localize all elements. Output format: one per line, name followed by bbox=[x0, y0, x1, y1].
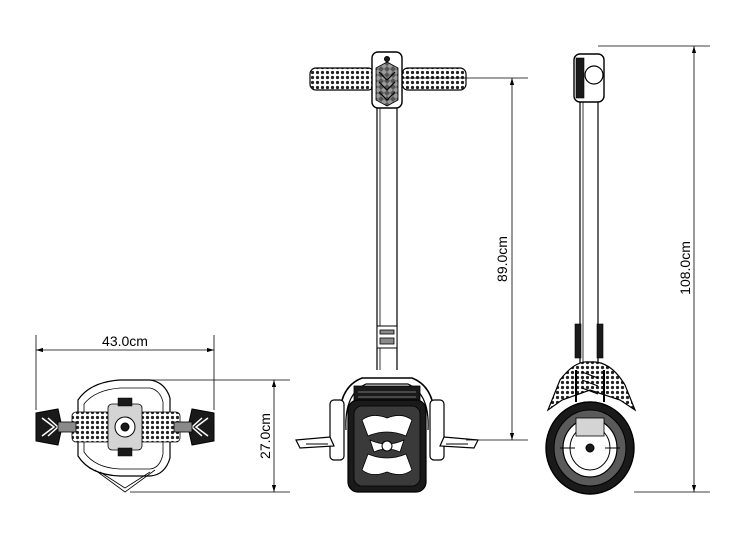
top-view-body bbox=[71, 379, 181, 493]
front-view: 89.0cm bbox=[295, 51, 528, 493]
side-view-wheel bbox=[545, 401, 635, 495]
side-view-column bbox=[574, 102, 604, 380]
dim-top-depth-label: 27.0cm bbox=[257, 413, 273, 459]
front-view-wheel bbox=[347, 399, 427, 493]
dim-top-width: 43.0cm bbox=[35, 333, 215, 410]
dim-handle-height: 89.0cm bbox=[402, 77, 528, 441]
front-view-column bbox=[376, 108, 398, 370]
side-view: 108.0cm bbox=[545, 45, 710, 495]
dim-top-width-label: 43.0cm bbox=[102, 333, 148, 349]
side-view-handle bbox=[573, 53, 605, 103]
top-view-left-grip bbox=[35, 408, 77, 446]
dim-total-height: 108.0cm bbox=[598, 45, 710, 493]
front-view-handlebar bbox=[309, 51, 467, 109]
dim-total-height-label: 108.0cm bbox=[677, 241, 693, 295]
top-view-right-grip bbox=[173, 408, 215, 446]
dim-top-depth: 27.0cm bbox=[130, 379, 290, 493]
top-view: 43.0cm 27.0cm bbox=[35, 333, 290, 493]
dim-handle-height-label: 89.0cm bbox=[494, 236, 510, 282]
